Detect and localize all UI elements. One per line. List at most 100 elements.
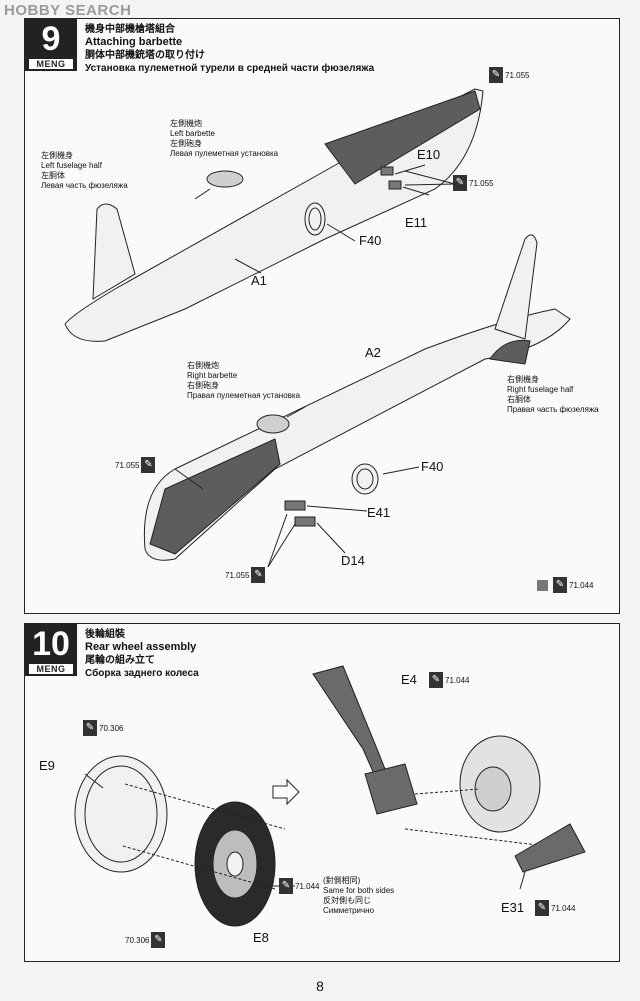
paint-code: 71.055 bbox=[225, 570, 250, 580]
left-barbette-gun bbox=[206, 170, 244, 188]
paint-callout-7: ✎ 71.044 bbox=[279, 878, 319, 894]
title-cn: 胴体中部機銃塔の取り付け bbox=[85, 50, 205, 61]
right-barbette-jp: 右側機炮 bbox=[187, 361, 219, 370]
part-a1: A1 bbox=[251, 273, 267, 288]
step-10-badge: 10 MENG bbox=[25, 624, 77, 676]
right-fuselage-cn: 右胴体 bbox=[507, 395, 531, 404]
paint-code: 71.044 bbox=[445, 675, 470, 685]
title-jp: 後輪組裝 bbox=[85, 629, 125, 640]
right-barbette-gun bbox=[256, 414, 290, 434]
both-sides-cn: 反対側も同じ bbox=[323, 896, 371, 905]
both-sides-jp: (對側相同) bbox=[323, 876, 361, 885]
part-f40-upper: F40 bbox=[359, 233, 382, 248]
left-barbette-jp: 左側機炮 bbox=[170, 119, 202, 128]
right-fuselage-label: 右側機身 Right fuselage half 右胴体 Правая част… bbox=[507, 375, 599, 415]
left-fuselage-cn: 左胴体 bbox=[41, 171, 65, 180]
color-swatch bbox=[537, 579, 548, 591]
brush-icon: ✎ bbox=[489, 67, 503, 83]
brand-logo: MENG bbox=[29, 59, 73, 69]
step-9-panel: 9 MENG 機身中部機槍塔組合 Attaching barbette 胴体中部… bbox=[24, 18, 620, 614]
part-e10-shape bbox=[380, 166, 394, 176]
step-10-panel: 10 MENG 後輪組裝 Rear wheel assembly 尾輪の組み立て… bbox=[24, 623, 620, 962]
part-e31-shape bbox=[514, 823, 586, 873]
brush-icon: ✎ bbox=[83, 720, 97, 736]
page-number: 8 bbox=[316, 978, 324, 994]
both-sides-note: (對側相同) Same for both sides 反対側も同じ Симмет… bbox=[323, 876, 394, 916]
left-fuselage-en: Left fuselage half bbox=[41, 161, 102, 170]
right-barbette-en: Right barbette bbox=[187, 371, 238, 380]
brush-icon: ✎ bbox=[535, 900, 549, 916]
ring-f40-upper bbox=[304, 202, 326, 236]
left-barbette-en: Left barbette bbox=[170, 129, 215, 138]
left-barbette-ru: Левая пулеметная установка bbox=[170, 149, 279, 158]
paint-code: 71.044 bbox=[295, 881, 320, 891]
step-9-drawing bbox=[64, 88, 571, 568]
right-barbette-ru: Правая пулеметная установка bbox=[187, 391, 301, 400]
brush-icon: ✎ bbox=[151, 932, 166, 948]
title-jp: 機身中部機槍塔組合 bbox=[85, 24, 175, 35]
assembly-arrow bbox=[272, 778, 300, 806]
ring-f40-lower bbox=[351, 463, 379, 495]
part-e11-shape bbox=[388, 180, 402, 190]
paint-callout-2: ✎ 71.055 bbox=[453, 175, 493, 191]
part-e9: E9 bbox=[39, 758, 55, 773]
part-e10: E10 bbox=[417, 147, 441, 162]
part-e8: E8 bbox=[253, 930, 269, 945]
paint-code: 71.055 bbox=[469, 178, 494, 188]
title-en: Rear wheel assembly bbox=[85, 641, 197, 653]
title-cn: 尾輪の組み立て bbox=[85, 655, 155, 666]
step-number: 9 bbox=[41, 20, 61, 58]
right-fuselage-interior bbox=[149, 438, 281, 555]
brush-icon: ✎ bbox=[279, 878, 293, 894]
left-barbette-cn: 左側砲身 bbox=[170, 139, 202, 148]
part-e11: E11 bbox=[405, 215, 428, 230]
left-fuselage-interior bbox=[324, 90, 481, 185]
step-10-titles: 後輪組裝 Rear wheel assembly 尾輪の組み立て Сборка … bbox=[85, 628, 199, 680]
part-e41: E41 bbox=[367, 505, 391, 520]
paint-callout-1: ✎ 71.055 bbox=[489, 67, 529, 83]
right-barbette-cn: 右側砲身 bbox=[187, 381, 219, 390]
step-10-drawing bbox=[74, 665, 586, 927]
title-ru: Сборка заднего колеса bbox=[85, 668, 199, 679]
paint-code: 71.055 bbox=[505, 70, 530, 80]
brush-icon: ✎ bbox=[141, 457, 156, 473]
part-d14-shape bbox=[294, 516, 316, 527]
part-e31: E31 bbox=[501, 900, 525, 915]
brush-icon: ✎ bbox=[251, 567, 266, 583]
paint-callout-8: 70.306 ✎ bbox=[125, 932, 166, 948]
paint-callout-4: 71.055 ✎ bbox=[225, 567, 266, 583]
part-a2: A2 bbox=[365, 345, 381, 360]
step-number: 10 bbox=[32, 625, 70, 663]
paint-callout-9: ✎ 71.044 bbox=[429, 672, 469, 688]
paint-code: 70.306 bbox=[99, 723, 124, 733]
right-fuselage-jp: 右側機身 bbox=[507, 375, 539, 384]
wheel-half-e9 bbox=[74, 755, 168, 873]
watermark: HOBBY SEARCH bbox=[4, 2, 132, 19]
brush-icon: ✎ bbox=[429, 672, 443, 688]
both-sides-ru: Симметрично bbox=[323, 906, 375, 915]
right-tail-fin bbox=[494, 234, 538, 340]
title-ru: Установка пулеметной турели в средней ча… bbox=[85, 63, 375, 74]
right-barbette-label: 右側機炮 Right barbette 右側砲身 Правая пулеметн… bbox=[187, 361, 300, 401]
part-f40-lower: F40 bbox=[421, 459, 444, 474]
left-fuselage-jp: 左側機身 bbox=[41, 151, 73, 160]
left-fuselage-label: 左側機身 Left fuselage half 左胴体 Левая часть … bbox=[41, 151, 128, 191]
paint-code: 71.044 bbox=[569, 580, 594, 590]
right-fuselage-ru: Правая часть фюзеляжа bbox=[507, 405, 599, 414]
paint-code: 71.044 bbox=[551, 903, 576, 913]
title-en: Attaching barbette bbox=[85, 36, 183, 48]
part-e41-shape bbox=[284, 500, 306, 511]
part-e4: E4 bbox=[401, 672, 417, 687]
brush-icon: ✎ bbox=[453, 175, 467, 191]
both-sides-en: Same for both sides bbox=[323, 886, 395, 895]
step-9-titles: 機身中部機槍塔組合 Attaching barbette 胴体中部機銃塔の取り付… bbox=[85, 23, 374, 75]
paint-callout-3: 71.055 ✎ bbox=[115, 457, 156, 473]
paint-code: 71.055 bbox=[115, 460, 140, 470]
paint-callout-10: ✎ 71.044 bbox=[535, 900, 575, 916]
part-d14: D14 bbox=[341, 553, 365, 568]
brush-icon: ✎ bbox=[553, 577, 567, 593]
paint-callout-5: ✎ 71.044 bbox=[537, 577, 593, 593]
paint-code: 70.306 bbox=[125, 935, 150, 945]
step-9-badge: 9 MENG bbox=[25, 19, 77, 71]
left-fuselage-ru: Левая часть фюзеляжа bbox=[41, 181, 128, 190]
